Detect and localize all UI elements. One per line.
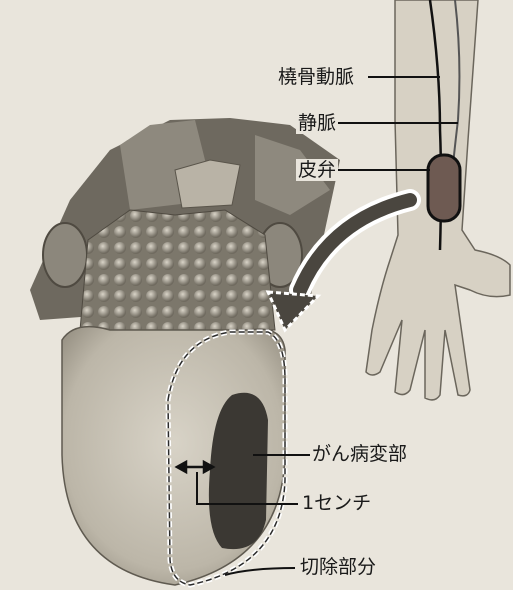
label-cancer-lesion: がん病変部 [310,443,409,465]
label-vein: 静脈 [296,112,338,134]
skin-flap [428,155,460,221]
left-tonsil [43,223,87,287]
label-resection: 切除部分 [298,556,378,578]
label-margin: 1センチ [300,492,373,514]
label-radial-artery: 橈骨動脈 [276,66,356,88]
tongue-base-papillae [80,210,275,330]
label-skin-flap: 皮弁 [296,159,338,181]
